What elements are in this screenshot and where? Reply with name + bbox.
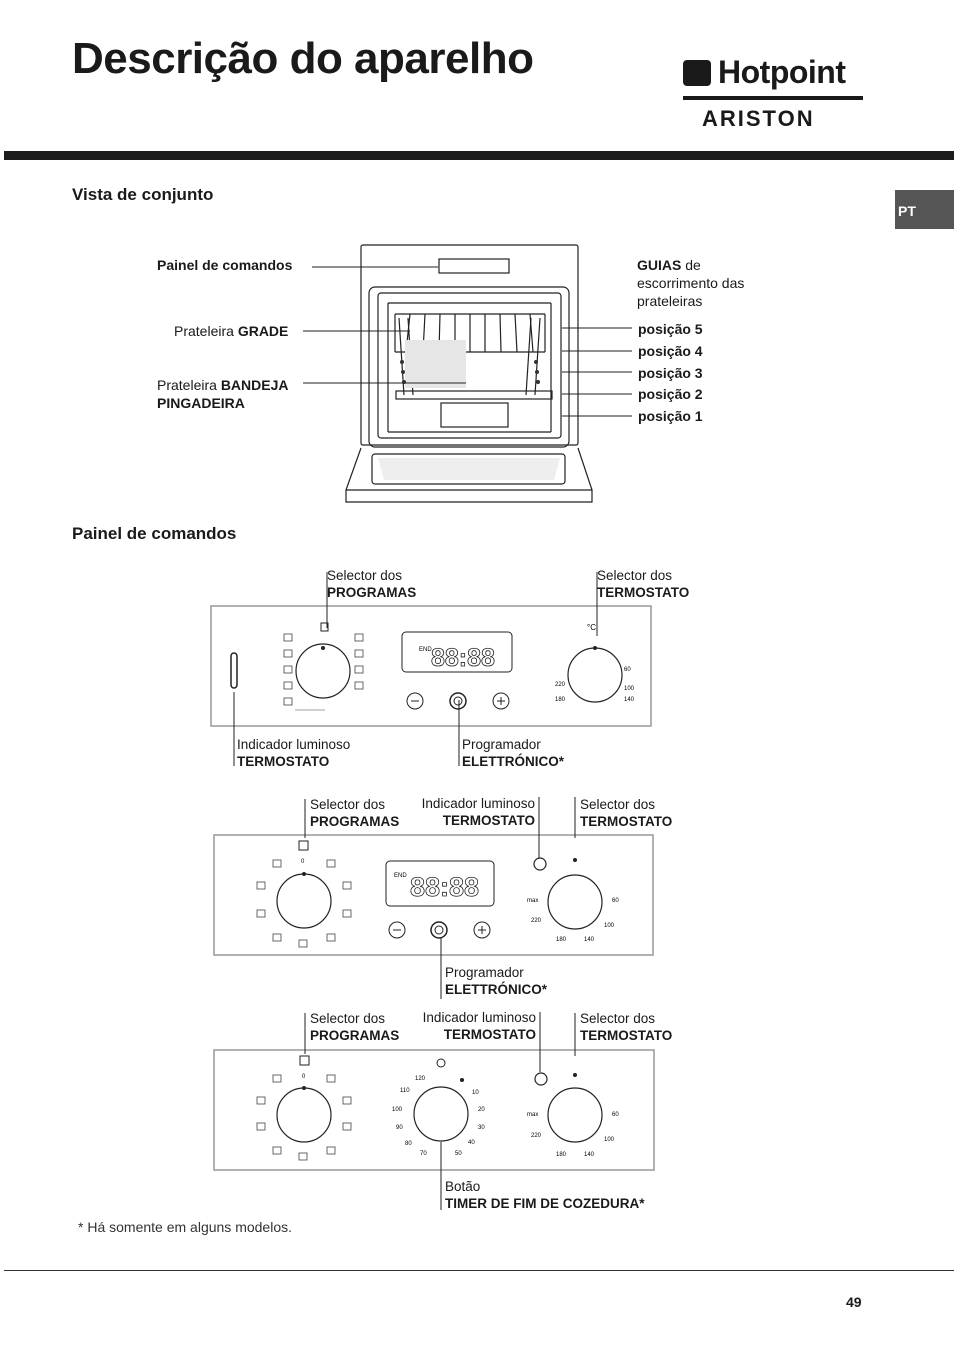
control-panel-outline: [438, 258, 510, 274]
svg-text:90: 90: [396, 1125, 403, 1131]
svg-text:220: 220: [555, 682, 566, 688]
page-title: Descrição do aparelho: [72, 34, 534, 83]
svg-text:140: 140: [584, 937, 595, 943]
display-end-label: END: [419, 647, 432, 653]
minus-button-icon: [388, 921, 406, 939]
thermostat-knob: [547, 1087, 603, 1143]
brand-logo: Hotpoint ARISTON: [682, 54, 864, 131]
clock-button-icon: [449, 692, 467, 710]
header-rule: [4, 151, 954, 160]
clock-button-icon: [430, 921, 448, 939]
oven-diagram: [303, 244, 632, 503]
minus-button-icon: [406, 692, 424, 710]
drip-tray: [395, 390, 553, 400]
panel-2-leaders: [304, 797, 576, 999]
svg-text:60: 60: [612, 1112, 619, 1118]
svg-text:180: 180: [556, 1152, 567, 1158]
svg-text:0: 0: [302, 1074, 306, 1080]
thermostat-light-icon: [533, 857, 547, 871]
svg-text:°C: °C: [587, 623, 596, 632]
label-position-4: posição 4: [638, 343, 703, 359]
thermostat-light-icon: [230, 652, 238, 689]
svg-text:140: 140: [584, 1152, 595, 1158]
hotpoint-logo-icon: [683, 60, 711, 86]
svg-text:220: 220: [531, 918, 542, 924]
svg-text:50: 50: [455, 1151, 462, 1157]
label-position-3: posição 3: [638, 365, 703, 381]
svg-text:30: 30: [478, 1125, 485, 1131]
svg-text:140: 140: [624, 697, 635, 703]
svg-text:220: 220: [531, 1133, 542, 1139]
label-position-1: posição 1: [638, 408, 703, 424]
svg-text:80: 80: [405, 1141, 412, 1147]
svg-text:END: END: [394, 873, 407, 879]
display-digits: 88:88: [431, 644, 495, 672]
control-panel-3: 0 120 110 100 90 80 70 50 40 30 20 10 ma…: [213, 1049, 655, 1171]
svg-text:180: 180: [555, 697, 566, 703]
plus-button-icon: [492, 692, 510, 710]
panel-1-leaders: [233, 572, 598, 766]
label-control-panel: Painel de comandos: [157, 257, 293, 273]
svg-text:20: 20: [478, 1107, 485, 1113]
programs-knob: [295, 643, 351, 699]
svg-text:40: 40: [468, 1140, 475, 1146]
svg-text:100: 100: [392, 1107, 403, 1113]
svg-text:180: 180: [556, 937, 567, 943]
thermostat-knob: [547, 874, 603, 930]
svg-text:60: 60: [612, 898, 619, 904]
svg-text:10: 10: [472, 1090, 479, 1096]
display-window: [401, 631, 513, 673]
svg-text:100: 100: [604, 923, 615, 929]
svg-text:0: 0: [301, 859, 305, 865]
overview-heading: Vista de conjunto: [72, 185, 214, 204]
thermostat-light-icon: [534, 1072, 548, 1086]
footer-rule: [4, 1270, 954, 1271]
svg-text:88:88: 88:88: [410, 872, 479, 902]
plus-button-icon: [473, 921, 491, 939]
svg-text:120: 120: [415, 1076, 426, 1082]
svg-text:100: 100: [604, 1137, 615, 1143]
svg-text:60: 60: [624, 667, 631, 673]
label-rack: Prateleira GRADE: [174, 323, 289, 339]
svg-text:max: max: [527, 898, 538, 904]
brand-sub: ARISTON: [702, 106, 815, 131]
panel-3-leaders: [304, 1012, 576, 1210]
control-panel-2: 0 END 88:88 max 60 100 140 180 220: [213, 834, 654, 956]
svg-text:110: 110: [400, 1088, 410, 1094]
timer-knob: [413, 1086, 469, 1142]
svg-text:70: 70: [420, 1151, 427, 1157]
display-window: [385, 860, 495, 907]
brand-rule: [683, 96, 863, 100]
brand-name: Hotpoint: [718, 54, 846, 90]
language-tab: PT: [895, 190, 954, 229]
svg-text:100: 100: [624, 686, 635, 692]
label-position-5: posição 5: [638, 321, 703, 337]
label-position-2: posição 2: [638, 386, 703, 402]
page-number: 49: [846, 1294, 862, 1310]
svg-text:max: max: [527, 1112, 538, 1118]
control-panel-1: END 88:88 °C 60 100 140 180 220: [210, 605, 652, 727]
panels-heading: Painel de comandos: [72, 524, 237, 543]
footnote: * Há somente em alguns modelos.: [78, 1219, 292, 1235]
timer-clock-icon: [436, 1058, 446, 1068]
